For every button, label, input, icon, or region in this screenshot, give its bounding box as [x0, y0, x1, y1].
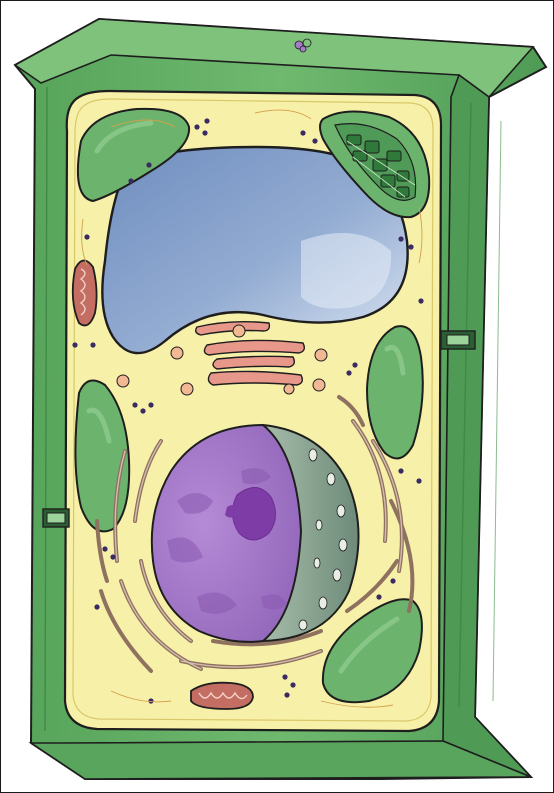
plasmodesma-left — [43, 509, 69, 527]
mitochondrion-bottom — [191, 683, 253, 709]
nucleus — [152, 425, 359, 642]
mitochondrion-left — [73, 260, 97, 325]
plasmodesma-right — [441, 331, 475, 349]
nucleolus — [232, 487, 275, 540]
